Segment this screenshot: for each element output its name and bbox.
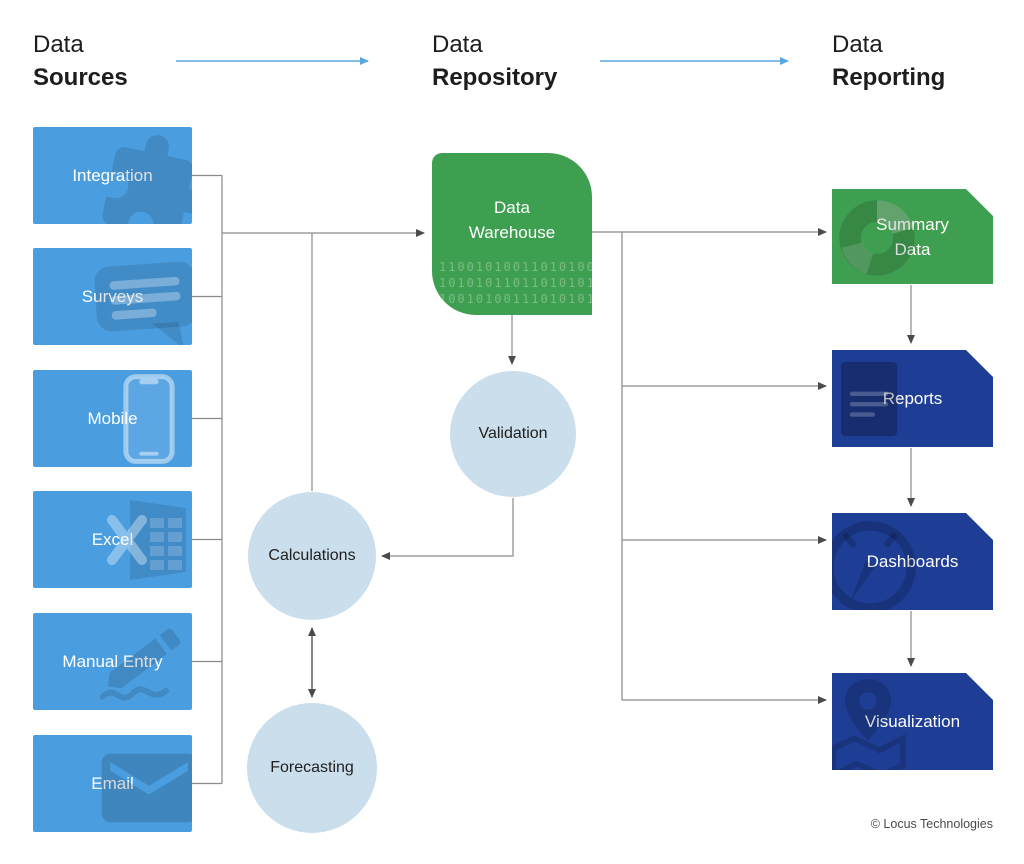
source-label: Surveys xyxy=(81,286,144,306)
source-box-manual-entry: Manual Entry xyxy=(33,613,192,710)
source-label: Manual Entry xyxy=(62,651,163,671)
source-label: Mobile xyxy=(87,408,138,428)
reporting-label: Summary Data xyxy=(876,212,949,262)
reporting-label-line2: Data xyxy=(894,239,931,259)
warehouse-label-line2: Warehouse xyxy=(468,223,556,242)
binary-row: 101010110110101010 xyxy=(438,276,592,290)
source-box-excel: Excel xyxy=(33,491,192,588)
warehouse-label: Data Warehouse xyxy=(432,195,592,245)
reporting-box-reports: Reports xyxy=(832,350,993,447)
reporting-box-dashboards: Dashboards xyxy=(832,513,993,610)
column-header-data-repository: Data Repository xyxy=(432,28,557,94)
process-label: Calculations xyxy=(268,547,356,564)
reporting-box-summary-data: Summary Data xyxy=(832,189,993,284)
process-circle-forecasting: Forecasting xyxy=(247,703,377,833)
source-label: Email xyxy=(91,773,134,793)
header-line1: Data xyxy=(832,31,883,58)
header-line1: Data xyxy=(33,31,84,58)
copyright-text: © Locus Technologies xyxy=(870,817,993,831)
reporting-label: Dashboards xyxy=(866,551,959,571)
binary-row: 110010100110101001 xyxy=(438,260,592,274)
source-label: Integration xyxy=(72,165,153,185)
source-box-integration: Integration xyxy=(33,127,192,224)
reporting-label-line1: Summary xyxy=(876,214,949,234)
process-circle-calculations: Calculations xyxy=(248,492,376,620)
column-header-data-reporting: Data Reporting xyxy=(832,28,945,94)
source-box-email: Email xyxy=(33,735,192,832)
column-header-data-sources: Data Sources xyxy=(33,28,128,94)
reporting-box-visualization: Visualization xyxy=(832,673,993,770)
arrow-validation-to-calculations xyxy=(381,498,514,560)
process-circle-validation: Validation xyxy=(450,371,576,497)
header-line1: Data xyxy=(432,31,483,58)
process-label: Validation xyxy=(478,425,548,442)
header-line2: Sources xyxy=(33,64,128,91)
binary-row: 100101001110101010 xyxy=(438,292,592,306)
reporting-label: Visualization xyxy=(864,711,961,731)
data-warehouse-box: Data Warehouse 110010100110101001 101010… xyxy=(432,153,592,315)
reporting-label: Reports xyxy=(882,388,943,408)
header-line2: Reporting xyxy=(832,64,946,91)
process-label: Forecasting xyxy=(270,759,354,776)
source-box-mobile: Mobile xyxy=(33,370,192,467)
sources-bus-line xyxy=(192,174,223,785)
source-box-surveys: Surveys xyxy=(33,248,192,345)
warehouse-label-line1: Data xyxy=(494,198,530,217)
header-line2: Repository xyxy=(432,64,558,91)
binary-texture: 110010100110101001 101010110110101010 10… xyxy=(437,259,592,307)
source-label: Excel xyxy=(91,529,134,549)
